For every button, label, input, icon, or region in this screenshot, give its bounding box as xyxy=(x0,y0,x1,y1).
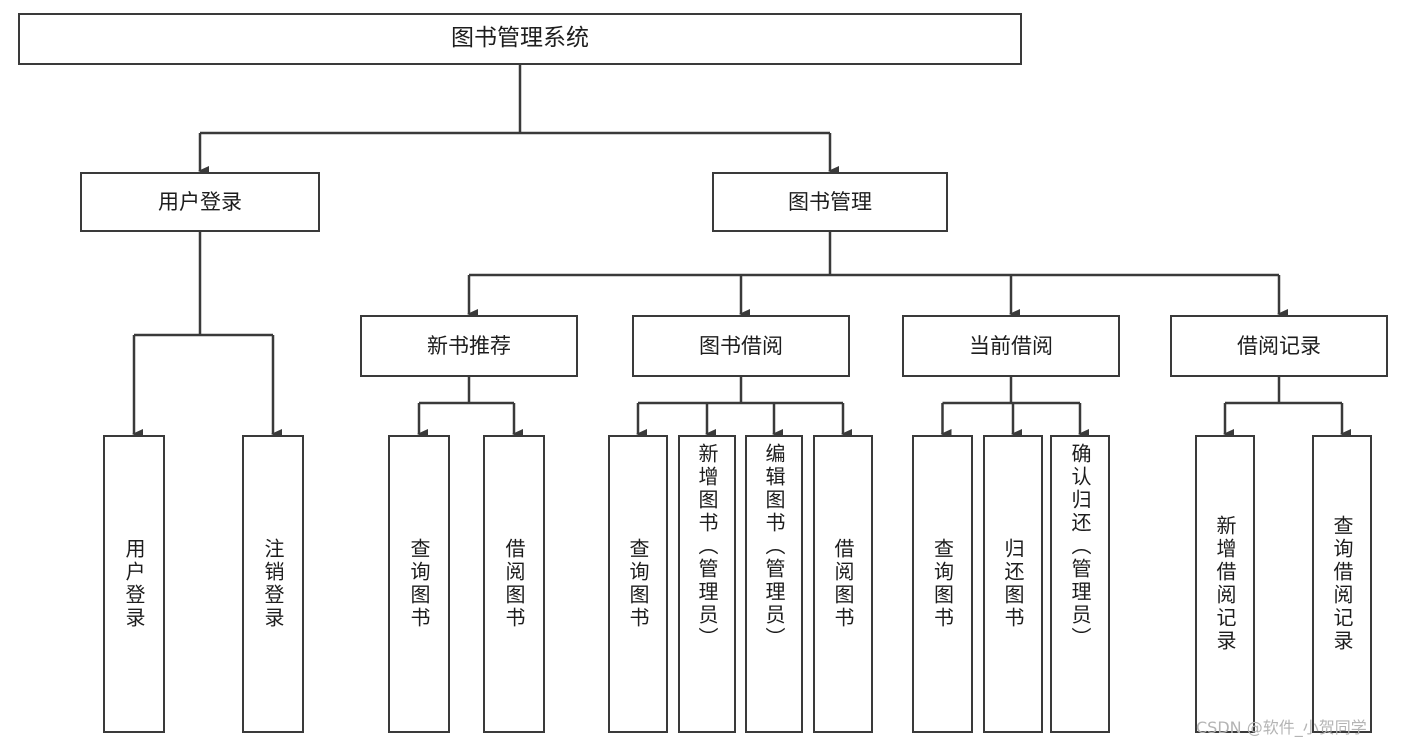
node-label: 借阅图书 xyxy=(831,538,855,630)
node-label: 新增图书（管理员） xyxy=(695,443,719,650)
node-label: 图书管理系统 xyxy=(451,25,589,52)
node-borrow[interactable]: 图书借阅 xyxy=(632,315,850,377)
node-current[interactable]: 当前借阅 xyxy=(902,315,1120,377)
node-label: 注销登录 xyxy=(261,538,285,630)
node-b-borrow[interactable]: 借阅图书 xyxy=(813,435,873,733)
node-root[interactable]: 图书管理系统 xyxy=(18,13,1022,65)
node-label: 查询借阅记录 xyxy=(1330,515,1354,653)
node-label: 借阅记录 xyxy=(1237,333,1321,358)
node-l-login[interactable]: 用户登录 xyxy=(103,435,165,733)
node-login[interactable]: 用户登录 xyxy=(80,172,320,232)
node-label: 用户登录 xyxy=(158,189,242,214)
node-record[interactable]: 借阅记录 xyxy=(1170,315,1388,377)
node-b-query[interactable]: 查询图书 xyxy=(608,435,668,733)
node-c-confirm[interactable]: 确认归还（管理员） xyxy=(1050,435,1110,733)
node-l-logout[interactable]: 注销登录 xyxy=(242,435,304,733)
node-bookmgmt[interactable]: 图书管理 xyxy=(712,172,948,232)
node-label: 新书推荐 xyxy=(427,333,511,358)
node-label: 用户登录 xyxy=(122,538,146,630)
node-b-edit[interactable]: 编辑图书（管理员） xyxy=(745,435,803,733)
node-label: 当前借阅 xyxy=(969,333,1053,358)
node-c-query[interactable]: 查询图书 xyxy=(912,435,973,733)
node-b-add[interactable]: 新增图书（管理员） xyxy=(678,435,736,733)
node-n-query[interactable]: 查询图书 xyxy=(388,435,450,733)
node-c-return[interactable]: 归还图书 xyxy=(983,435,1043,733)
watermark: CSDN @软件_小贺同学 xyxy=(1196,718,1367,737)
node-label: 图书借阅 xyxy=(699,333,783,358)
node-newbook[interactable]: 新书推荐 xyxy=(360,315,578,377)
node-label: 新增借阅记录 xyxy=(1213,515,1237,653)
node-label: 归还图书 xyxy=(1001,538,1025,630)
node-r-add[interactable]: 新增借阅记录 xyxy=(1195,435,1255,733)
edge-group xyxy=(132,65,1351,439)
node-label: 借阅图书 xyxy=(502,538,526,630)
node-label: 编辑图书（管理员） xyxy=(762,443,786,650)
node-label: 查询图书 xyxy=(626,538,650,630)
node-label: 查询图书 xyxy=(407,538,431,630)
node-label: 图书管理 xyxy=(788,189,872,214)
node-r-query[interactable]: 查询借阅记录 xyxy=(1312,435,1372,733)
node-label: 确认归还（管理员） xyxy=(1068,443,1092,650)
node-n-borrow[interactable]: 借阅图书 xyxy=(483,435,545,733)
node-label: 查询图书 xyxy=(930,538,955,630)
